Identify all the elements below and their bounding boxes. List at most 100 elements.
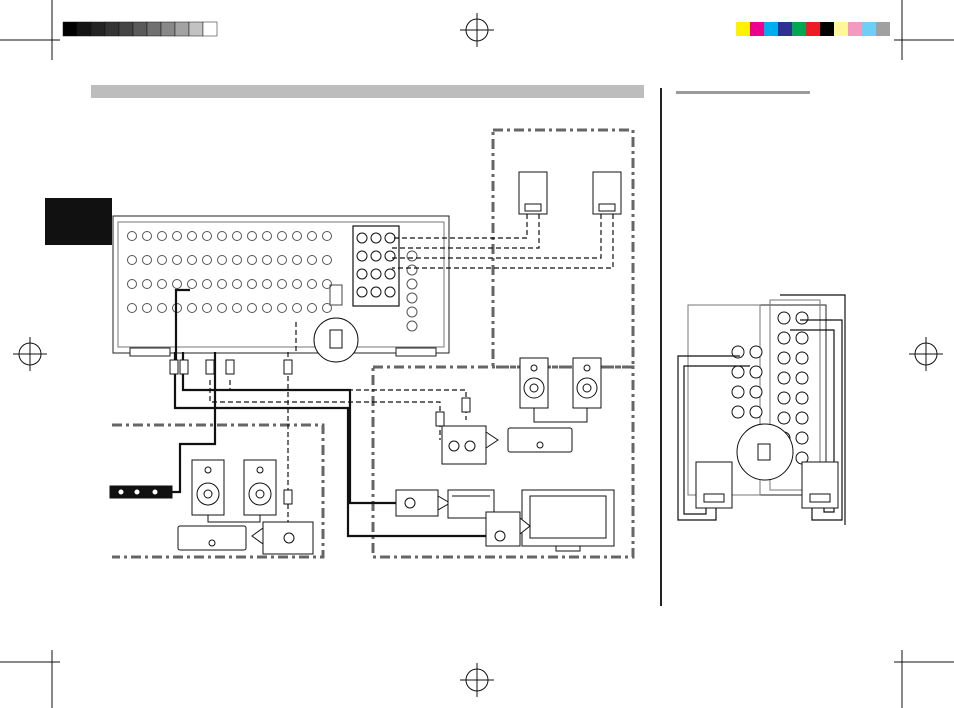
panel-jack xyxy=(262,255,272,265)
panel-jack xyxy=(262,279,272,289)
panel-jack xyxy=(202,231,212,241)
grey-swatch xyxy=(104,21,120,37)
color-swatch xyxy=(764,22,778,36)
detail-terminal xyxy=(795,391,809,405)
panel-jack xyxy=(292,231,302,241)
detail-terminal xyxy=(795,311,809,325)
speaker-terminal xyxy=(370,232,382,244)
speaker-terminal xyxy=(384,232,396,244)
panel-jack xyxy=(157,255,167,265)
color-swatch xyxy=(862,22,876,36)
column-divider xyxy=(660,88,662,606)
panel-jack xyxy=(292,255,302,265)
panel-jack xyxy=(232,279,242,289)
panel-jack xyxy=(406,278,418,290)
color-swatch xyxy=(876,22,890,36)
panel-jack xyxy=(406,306,418,318)
speaker-terminal xyxy=(356,232,368,244)
detail-terminal xyxy=(777,331,791,345)
detail-terminal xyxy=(777,371,791,385)
panel-jack xyxy=(142,279,152,289)
speaker-terminal xyxy=(384,268,396,280)
detail-terminal xyxy=(777,351,791,365)
panel-jack xyxy=(127,255,137,265)
grey-swatch xyxy=(62,21,78,37)
detail-terminal xyxy=(777,311,791,325)
panel-jack xyxy=(322,255,332,265)
rca-plugs xyxy=(169,359,471,505)
panel-jack xyxy=(262,303,272,313)
speaker-terminal xyxy=(370,250,382,262)
front-speaker-right xyxy=(592,171,622,215)
panel-jack xyxy=(277,303,287,313)
panel-jack xyxy=(307,255,317,265)
front-speaker-left xyxy=(518,171,548,215)
detail-terminal xyxy=(731,365,745,379)
color-swatch xyxy=(750,22,764,36)
color-swatch xyxy=(834,22,848,36)
panel-jack xyxy=(217,255,227,265)
panel-jack xyxy=(406,292,418,304)
detail-speaker-left xyxy=(695,461,733,509)
panel-jack xyxy=(292,279,302,289)
detail-terminal xyxy=(795,351,809,365)
panel-jack xyxy=(232,255,242,265)
panel-jack xyxy=(307,303,317,313)
detail-terminal xyxy=(777,391,791,405)
panel-jack xyxy=(157,303,167,313)
panel-jack xyxy=(232,231,242,241)
subsection-rule xyxy=(676,91,810,94)
speaker-terminal xyxy=(356,286,368,298)
grey-swatch xyxy=(132,21,148,37)
panel-jack xyxy=(406,264,418,276)
grey-swatch xyxy=(188,21,204,37)
panel-jack xyxy=(127,279,137,289)
detail-terminal xyxy=(777,411,791,425)
panel-jack xyxy=(307,279,317,289)
detail-terminal xyxy=(749,405,763,419)
speaker-terminal xyxy=(356,268,368,280)
panel-jack xyxy=(322,279,332,289)
color-swatch xyxy=(778,22,792,36)
section-heading-bar xyxy=(91,85,644,98)
color-swatch xyxy=(820,22,834,36)
panel-jack xyxy=(142,303,152,313)
powered-speakers-zone-a xyxy=(507,357,602,453)
panel-jack xyxy=(142,231,152,241)
panel-jack xyxy=(232,303,242,313)
panel-jack xyxy=(277,231,287,241)
registration-mark-right xyxy=(909,337,943,371)
grey-swatch xyxy=(202,21,218,37)
speaker-terminal xyxy=(356,250,368,262)
panel-jack xyxy=(217,303,227,313)
detail-terminal xyxy=(749,385,763,399)
panel-jack xyxy=(187,231,197,241)
ir-sensor xyxy=(109,485,173,499)
speaker-cables xyxy=(392,214,614,269)
tv-monitor xyxy=(485,489,615,552)
panel-jack xyxy=(277,279,287,289)
detail-terminal xyxy=(731,345,745,359)
detail-terminal xyxy=(749,365,763,379)
detail-terminal xyxy=(795,371,809,385)
panel-jack xyxy=(172,279,182,289)
panel-jack xyxy=(187,279,197,289)
panel-jack xyxy=(187,255,197,265)
color-swatch xyxy=(792,22,806,36)
grey-swatch xyxy=(76,21,92,37)
panel-jack xyxy=(277,255,287,265)
detail-terminal xyxy=(731,405,745,419)
panel-jack xyxy=(187,303,197,313)
color-strip xyxy=(736,22,890,36)
detail-terminal xyxy=(795,331,809,345)
detail-speaker-right xyxy=(801,461,839,509)
panel-jack xyxy=(322,303,332,313)
color-swatch xyxy=(806,22,820,36)
registration-mark-bottom xyxy=(460,663,494,697)
panel-jack xyxy=(127,303,137,313)
grey-swatch xyxy=(174,21,190,37)
panel-jack xyxy=(406,250,418,262)
color-swatch xyxy=(848,22,862,36)
